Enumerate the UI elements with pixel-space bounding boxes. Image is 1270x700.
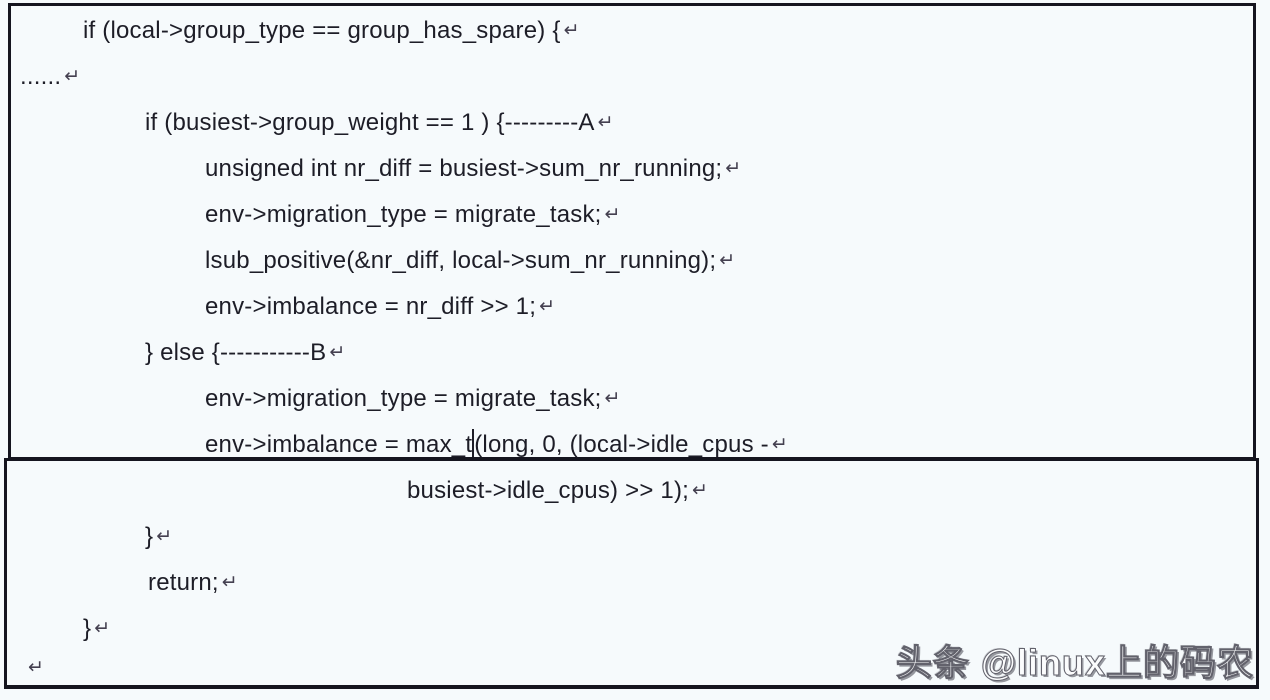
pilcrow-mark-icon: ↵ (94, 618, 111, 639)
code-line[interactable]: busiest->idle_cpus) >> 1);↵ (407, 470, 708, 512)
code-text: unsigned int nr_diff = busiest->sum_nr_r… (205, 155, 723, 182)
pilcrow-mark-icon: ↵ (771, 434, 788, 455)
pilcrow-mark-icon: ↵ (539, 296, 556, 317)
pilcrow-mark-icon: ↵ (28, 657, 45, 678)
code-text: } (83, 615, 92, 642)
code-text: } else {-----------B (145, 339, 327, 366)
code-text: return; (148, 569, 219, 596)
code-line[interactable]: env->imbalance = nr_diff >> 1;↵ (205, 286, 555, 328)
code-line[interactable]: env->migration_type = migrate_task;↵ (205, 378, 621, 420)
code-line[interactable]: } else {-----------B↵ (145, 332, 345, 374)
code-line[interactable]: if (local->group_type == group_has_spare… (83, 10, 580, 52)
code-line[interactable]: env->imbalance = max_t(long, 0, (local->… (205, 424, 788, 466)
code-text: env->migration_type = migrate_task; (205, 385, 602, 412)
text-caret (472, 429, 475, 457)
code-line[interactable]: env->migration_type = migrate_task;↵ (205, 194, 621, 236)
code-line[interactable]: }↵ (145, 516, 172, 558)
pilcrow-mark-icon: ↵ (719, 250, 736, 271)
code-line[interactable]: lsub_positive(&nr_diff, local->sum_nr_ru… (205, 240, 735, 282)
code-line[interactable]: unsigned int nr_diff = busiest->sum_nr_r… (205, 148, 741, 190)
code-text: if (busiest->group_weight == 1 ) {------… (145, 109, 595, 136)
code-line[interactable]: ......↵ (20, 56, 80, 98)
pilcrow-mark-icon: ↵ (221, 572, 238, 593)
code-text: } (145, 523, 154, 550)
code-text: busiest->idle_cpus) >> 1); (407, 477, 690, 504)
code-text: env->imbalance = nr_diff >> 1; (205, 293, 537, 320)
code-line[interactable]: if (busiest->group_weight == 1 ) {------… (145, 102, 614, 144)
code-text: (long, 0, (local->idle_cpus - (474, 431, 769, 458)
pilcrow-mark-icon: ↵ (64, 66, 81, 87)
code-line[interactable]: return;↵ (148, 562, 238, 604)
pilcrow-mark-icon: ↵ (563, 20, 580, 41)
code-box-bottom (4, 458, 1259, 689)
watermark: 头条 @linux上的码农 (895, 642, 1254, 684)
code-text: lsub_positive(&nr_diff, local->sum_nr_ru… (205, 247, 717, 274)
code-text: env->imbalance = max_t (205, 431, 473, 458)
code-line[interactable]: }↵ (83, 608, 110, 650)
code-text: if (local->group_type == group_has_spare… (83, 17, 561, 44)
pilcrow-mark-icon: ↵ (725, 158, 742, 179)
code-line[interactable]: ↵ (25, 647, 44, 689)
pilcrow-mark-icon: ↵ (329, 342, 346, 363)
pilcrow-mark-icon: ↵ (597, 112, 614, 133)
pilcrow-mark-icon: ↵ (692, 480, 709, 501)
pilcrow-mark-icon: ↵ (156, 526, 173, 547)
code-text: ...... (20, 63, 62, 90)
pilcrow-mark-icon: ↵ (604, 204, 621, 225)
code-box-top (8, 3, 1256, 460)
pilcrow-mark-icon: ↵ (604, 388, 621, 409)
code-text: env->migration_type = migrate_task; (205, 201, 602, 228)
